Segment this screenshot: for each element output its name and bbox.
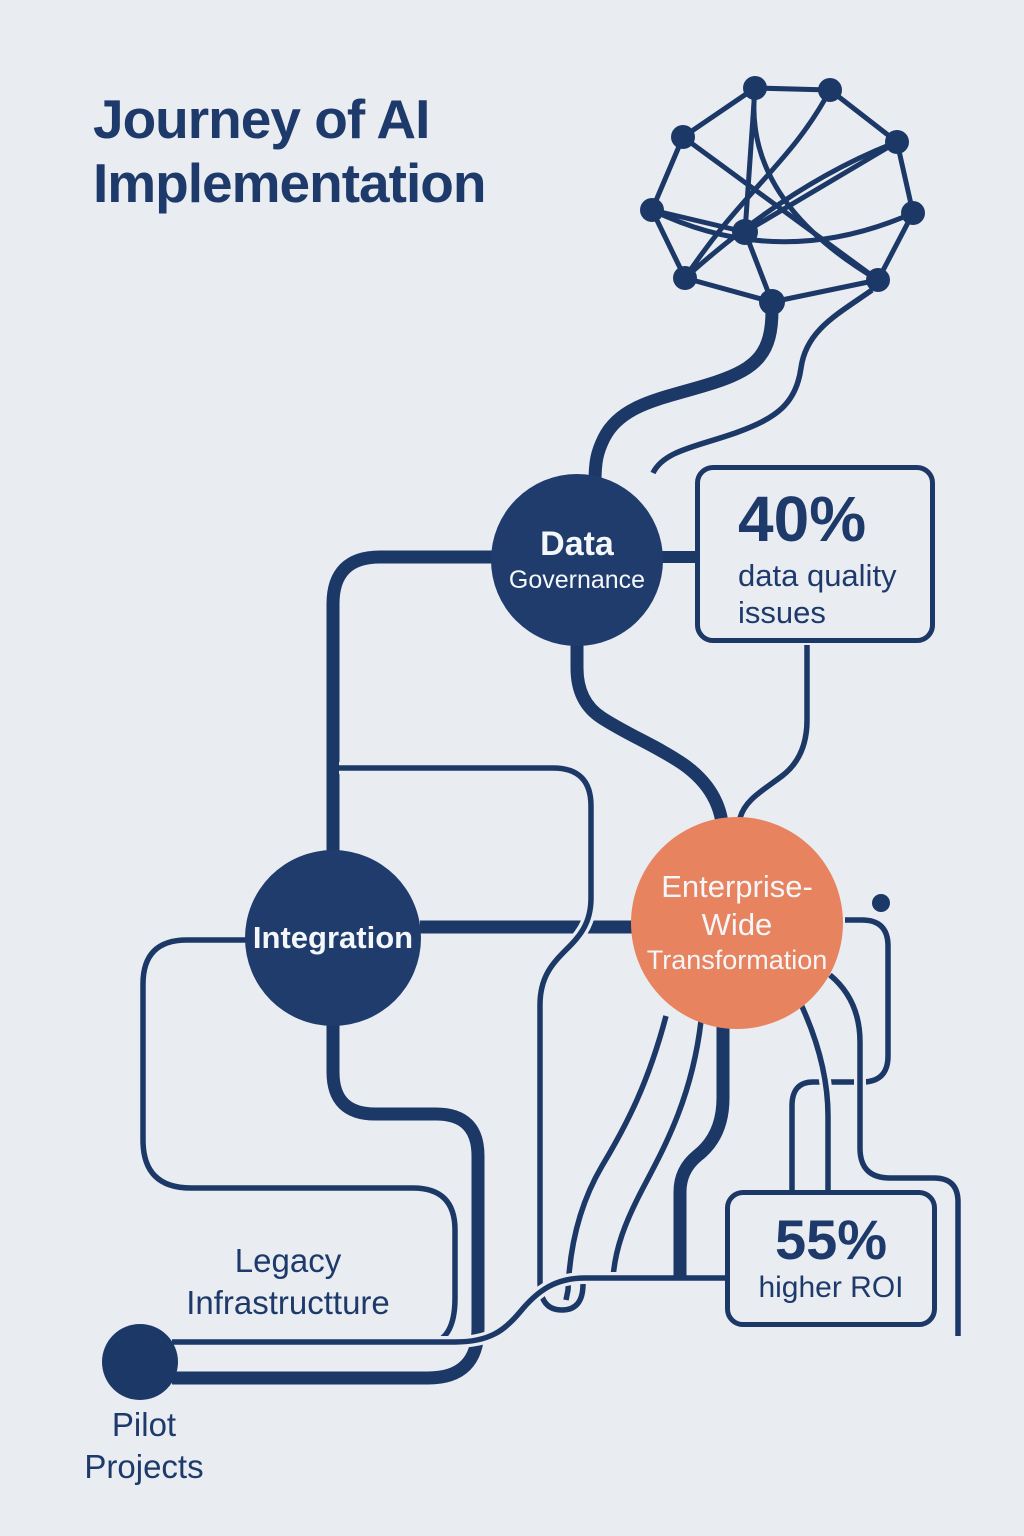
- stage-integration: Integration: [245, 850, 421, 1026]
- roi-value: 55%: [774, 1207, 888, 1271]
- enterprise-label-1: Enterprise-: [661, 869, 813, 905]
- title-line-2: Implementation: [93, 151, 486, 214]
- label-pilot-projects: Pilot Projects: [84, 1406, 204, 1486]
- line-40box-to-enterprise: [740, 645, 807, 818]
- enterprise-label-3: Transformation: [646, 944, 828, 975]
- thin-route-lines: [143, 290, 958, 1342]
- line-datagov-to-enterprise: [577, 642, 723, 836]
- data-quality-value: 40%: [738, 483, 867, 555]
- integration-label: Integration: [252, 920, 414, 955]
- pilot-projects-node: [102, 1324, 178, 1400]
- line-branch-u-turn: [339, 768, 591, 1310]
- label-legacy-infrastructure: Legacy Infrastructture: [186, 1242, 390, 1322]
- data-governance-label-1: Data: [540, 525, 614, 564]
- data-governance-label-2: Governance: [508, 565, 646, 594]
- callout-roi: 55% higher ROI: [725, 1190, 937, 1327]
- neural-network-nodes: [640, 76, 925, 315]
- roi-label: higher ROI: [758, 1270, 904, 1304]
- stage-data-governance: Data Governance: [491, 474, 663, 646]
- neural-network-icon: [640, 76, 925, 315]
- stage-enterprise-wide-transformation: Enterprise- Wide Transformation: [631, 817, 843, 1029]
- line-enterprise-down: [680, 1022, 723, 1276]
- enterprise-label-2: Wide: [701, 907, 773, 943]
- page-title: Journey of AI Implementation: [93, 88, 653, 216]
- callout-data-quality: 40% data quality issues: [695, 465, 935, 643]
- small-dot: [872, 894, 890, 912]
- title-line-1: Journey of AI: [93, 88, 430, 150]
- data-quality-label: data quality issues: [738, 558, 897, 631]
- line-datagov-to-integration: [333, 557, 497, 860]
